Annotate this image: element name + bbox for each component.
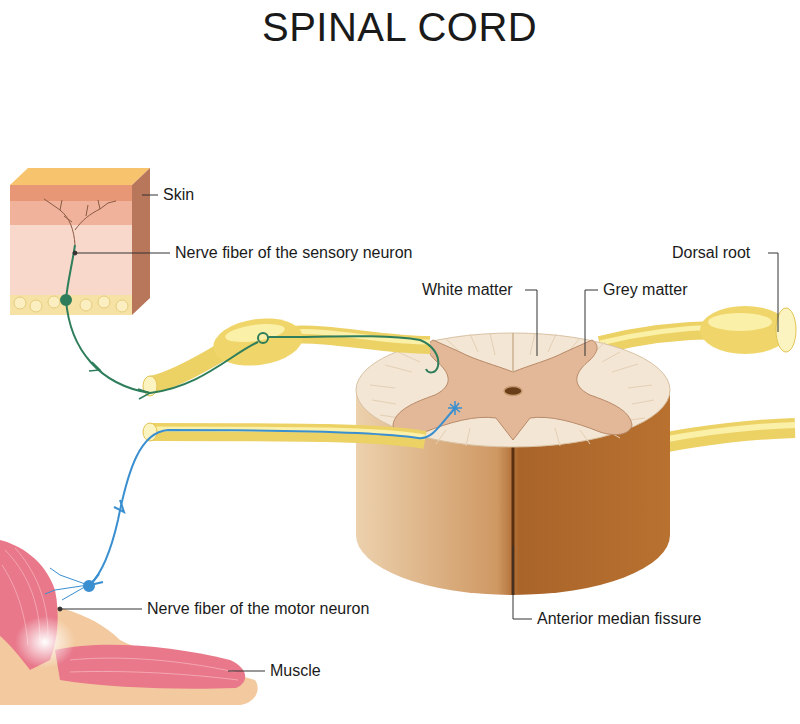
sensory-fiber-label: Nerve fiber of the sensory neuron [175,243,412,263]
leader-lines [58,195,778,671]
muscle-illustration [0,540,258,705]
muscle-label: Muscle [270,661,321,681]
skin-block [10,168,150,315]
dorsal-root-label: Dorsal root [672,243,750,263]
diagram-title: SPINAL CORD [262,4,537,50]
skin-label: Skin [163,185,194,205]
motor-fiber-label: Nerve fiber of the motor neuron [147,599,369,619]
sensory-neuron [61,245,438,399]
motor-neuron [84,401,462,591]
spinal-roots-left [143,313,430,441]
fissure-label: Anterior median fissure [537,609,702,629]
grey-matter-label: Grey matter [603,280,687,300]
white-matter-label: White matter [422,280,513,300]
